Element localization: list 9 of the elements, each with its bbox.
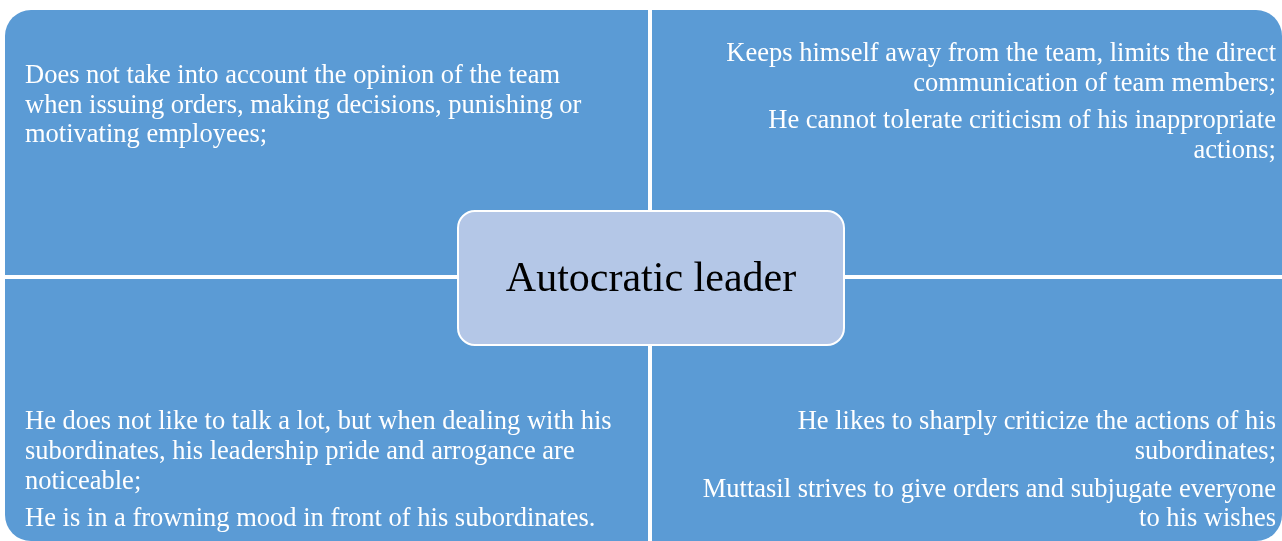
body-text: He likes to sharply criticize the actions of his subordinates;: [796, 406, 1276, 466]
body-text: He does not like to talk a lot, but when dealing with his subordinates, his leadership pride and arrogance are noticeable;: [25, 406, 613, 496]
heading-text: Autocratic leader: [505, 254, 797, 302]
body-text: He cannot tolerate criticism of his inappropriate actions;: [767, 105, 1276, 165]
body-text: Muttasil strives to give orders and subjugate everyone to his wishes: [701, 473, 1276, 533]
center-box: [457, 210, 845, 346]
body-text: Does not take into account the opinion of the team when issuing orders, making decisions, punishing or motivating employees;: [25, 60, 583, 149]
body-text: He is in a frowning mood in front of his subordinates.: [25, 503, 597, 533]
body-text: Keeps himself away from the team, limits the direct communication of team members;: [725, 38, 1276, 98]
